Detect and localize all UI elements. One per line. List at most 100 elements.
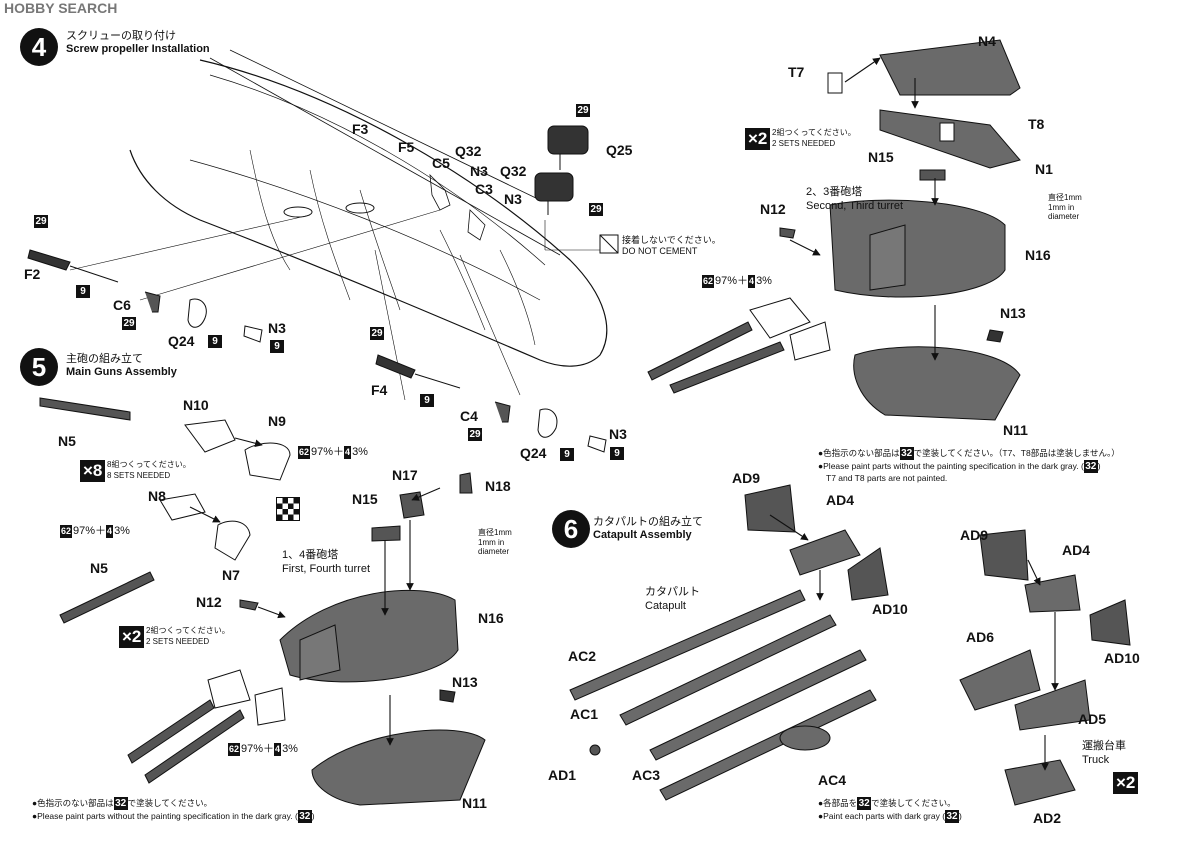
- part-label-C6: C6: [113, 297, 131, 313]
- note-bm2-post: ): [959, 811, 962, 821]
- part-label-N9: N9: [268, 413, 286, 429]
- color-code-29-c6: 29: [122, 317, 136, 330]
- color-code-9-n3c: 9: [270, 340, 284, 353]
- note-tr1-pre: ●色指示のない部品は: [818, 448, 900, 458]
- hull-outline: [129, 59, 608, 367]
- step-6-title-en: Catapult Assembly: [593, 529, 692, 541]
- note-tr2-code: 32: [1083, 460, 1098, 473]
- part-label-Q25: Q25: [606, 142, 633, 158]
- mix-n8-c1: 62: [60, 525, 73, 538]
- attachment-icon: [276, 497, 300, 521]
- part-label-F5: F5: [398, 139, 415, 155]
- part-label-N7: N7: [222, 567, 240, 583]
- part-label-N12-b: N12: [196, 594, 222, 610]
- truck-en: Truck: [1082, 754, 1110, 766]
- part-label-F4: F4: [371, 382, 388, 398]
- part-label-N3-b: N3: [504, 191, 522, 207]
- turret23-en: Second, Third turret: [806, 200, 904, 212]
- part-label-AC3: AC3: [632, 767, 661, 783]
- note-bm1-pre: ●各部品を: [818, 798, 858, 808]
- note-bottom-left-1: ●色指示のない部品は32で塗装してください。: [32, 797, 212, 810]
- note-bl2-post: ): [311, 811, 315, 821]
- part-label-AD1: AD1: [548, 767, 577, 783]
- step-4-title: スクリューの取り付け Screw propeller Installation: [66, 30, 210, 56]
- part-label-Q32-a: Q32: [455, 143, 482, 159]
- sets8-en: 8 SETS NEEDED: [107, 471, 171, 480]
- turret14-en: First, Fourth turret: [282, 563, 371, 575]
- note-bm1-post: で塗装してください。: [871, 798, 956, 808]
- note-bl1-pre: ●色指示のない部品は: [32, 798, 114, 808]
- diameter-en1-mid: 1mm in: [478, 538, 505, 547]
- mix-n9-p2: 3%: [352, 446, 368, 458]
- color-code-29-f2: 29: [34, 215, 48, 228]
- step-6-title-jp: カタパルトの組み立て: [593, 516, 703, 528]
- step-4-number: 4: [20, 28, 58, 66]
- part-label-AC4: AC4: [818, 772, 847, 788]
- step-4-title-en: Screw propeller Installation: [66, 43, 210, 55]
- note-bottom-left-2: ●Please paint parts without the painting…: [32, 810, 315, 823]
- part-label-N1: N1: [1035, 161, 1053, 177]
- part-label-N3-c: N3: [268, 320, 286, 336]
- note-bl2-code: 32: [297, 810, 312, 823]
- color-code-29-q25a: 29: [576, 104, 590, 117]
- part-label-AD10-a: AD10: [872, 601, 908, 617]
- part-label-AD4-b: AD4: [1062, 542, 1091, 558]
- part-label-F2: F2: [24, 266, 41, 282]
- step-5-title: 主砲の組み立て Main Guns Assembly: [66, 353, 177, 379]
- catapult-en: Catapult: [645, 600, 686, 612]
- color-code-29-q25b: 29: [589, 203, 603, 216]
- color-code-29-c4: 29: [468, 428, 482, 441]
- color-code-9-n3d: 9: [610, 447, 624, 460]
- sets-multiplier-x2-truck: ×2: [1113, 772, 1139, 794]
- part-label-Q24-b: Q24: [520, 445, 547, 461]
- part-label-F3: F3: [352, 121, 369, 137]
- part-label-AD10-b: AD10: [1104, 650, 1140, 666]
- note-bottom-mid-2: ●Paint each parts with dark gray (32): [818, 810, 962, 823]
- step-6-number: 6: [552, 510, 590, 548]
- note-top-right-2: ●Please paint parts without the painting…: [818, 460, 1101, 473]
- do-not-cement-jp: 接着しないでください。: [622, 235, 721, 245]
- note-bm2-code: 32: [945, 810, 960, 823]
- catapult-jp: カタパルト: [645, 586, 700, 598]
- part-label-N11-a: N11: [1003, 422, 1028, 438]
- part-label-N17: N17: [392, 467, 418, 483]
- note-bm1-code: 32: [857, 797, 872, 810]
- mix-b-c2: 4: [274, 743, 282, 756]
- color-code-9-f2: 9: [76, 285, 90, 298]
- diameter-en2-top: diameter: [1048, 212, 1080, 221]
- mix-n8-c2: 4: [106, 525, 114, 538]
- part-label-AC1: AC1: [570, 706, 599, 722]
- color-code-29-f4: 29: [370, 327, 384, 340]
- sets8-jp: 8組つくってください。: [107, 460, 191, 469]
- note-top-right-1: ●色指示のない部品は32で塗装してください。（T7、T8部品は塗装しません。）: [818, 447, 1120, 460]
- part-label-AD9-a: AD9: [732, 470, 761, 486]
- note-tr2-pre: ●Please paint parts without the painting…: [818, 461, 1084, 471]
- part-label-N16-b: N16: [478, 610, 504, 626]
- diameter-en1-top: 1mm in: [1048, 203, 1075, 212]
- mix-n9-c1: 62: [298, 446, 311, 459]
- truck-jp: 運搬台車: [1082, 740, 1126, 752]
- part-label-N12-a: N12: [760, 201, 786, 217]
- note-top-right-3: T7 and T8 parts are not painted.: [826, 473, 948, 483]
- step-6-title: カタパルトの組み立て Catapult Assembly: [593, 516, 703, 542]
- part-label-T7: T7: [788, 64, 805, 80]
- sets-jp-mid: 2組つくってください。: [146, 626, 230, 635]
- part-label-N4: N4: [978, 33, 996, 49]
- part-label-Q24-a: Q24: [168, 333, 195, 349]
- mix-b-p1: 97%＋: [241, 743, 275, 755]
- sets-en-top: 2 SETS NEEDED: [772, 139, 836, 148]
- sets-en-mid: 2 SETS NEEDED: [146, 637, 210, 646]
- step-4-title-jp: スクリューの取り付け: [66, 30, 176, 42]
- part-label-N11-b: N11: [462, 795, 487, 811]
- diameter-jp-top: 直径1mm: [1048, 193, 1082, 202]
- part-label-AD6: AD6: [966, 629, 995, 645]
- diameter-jp-mid: 直径1mm: [478, 528, 512, 537]
- color-code-9-q24b: 9: [560, 448, 574, 461]
- turret23-jp: 2、3番砲塔: [806, 186, 863, 198]
- part-label-N5-a: N5: [58, 433, 76, 449]
- diameter-en2-mid: diameter: [478, 547, 510, 556]
- mix-n8-p2: 3%: [114, 525, 130, 537]
- part-label-N3-a: N3: [470, 163, 488, 179]
